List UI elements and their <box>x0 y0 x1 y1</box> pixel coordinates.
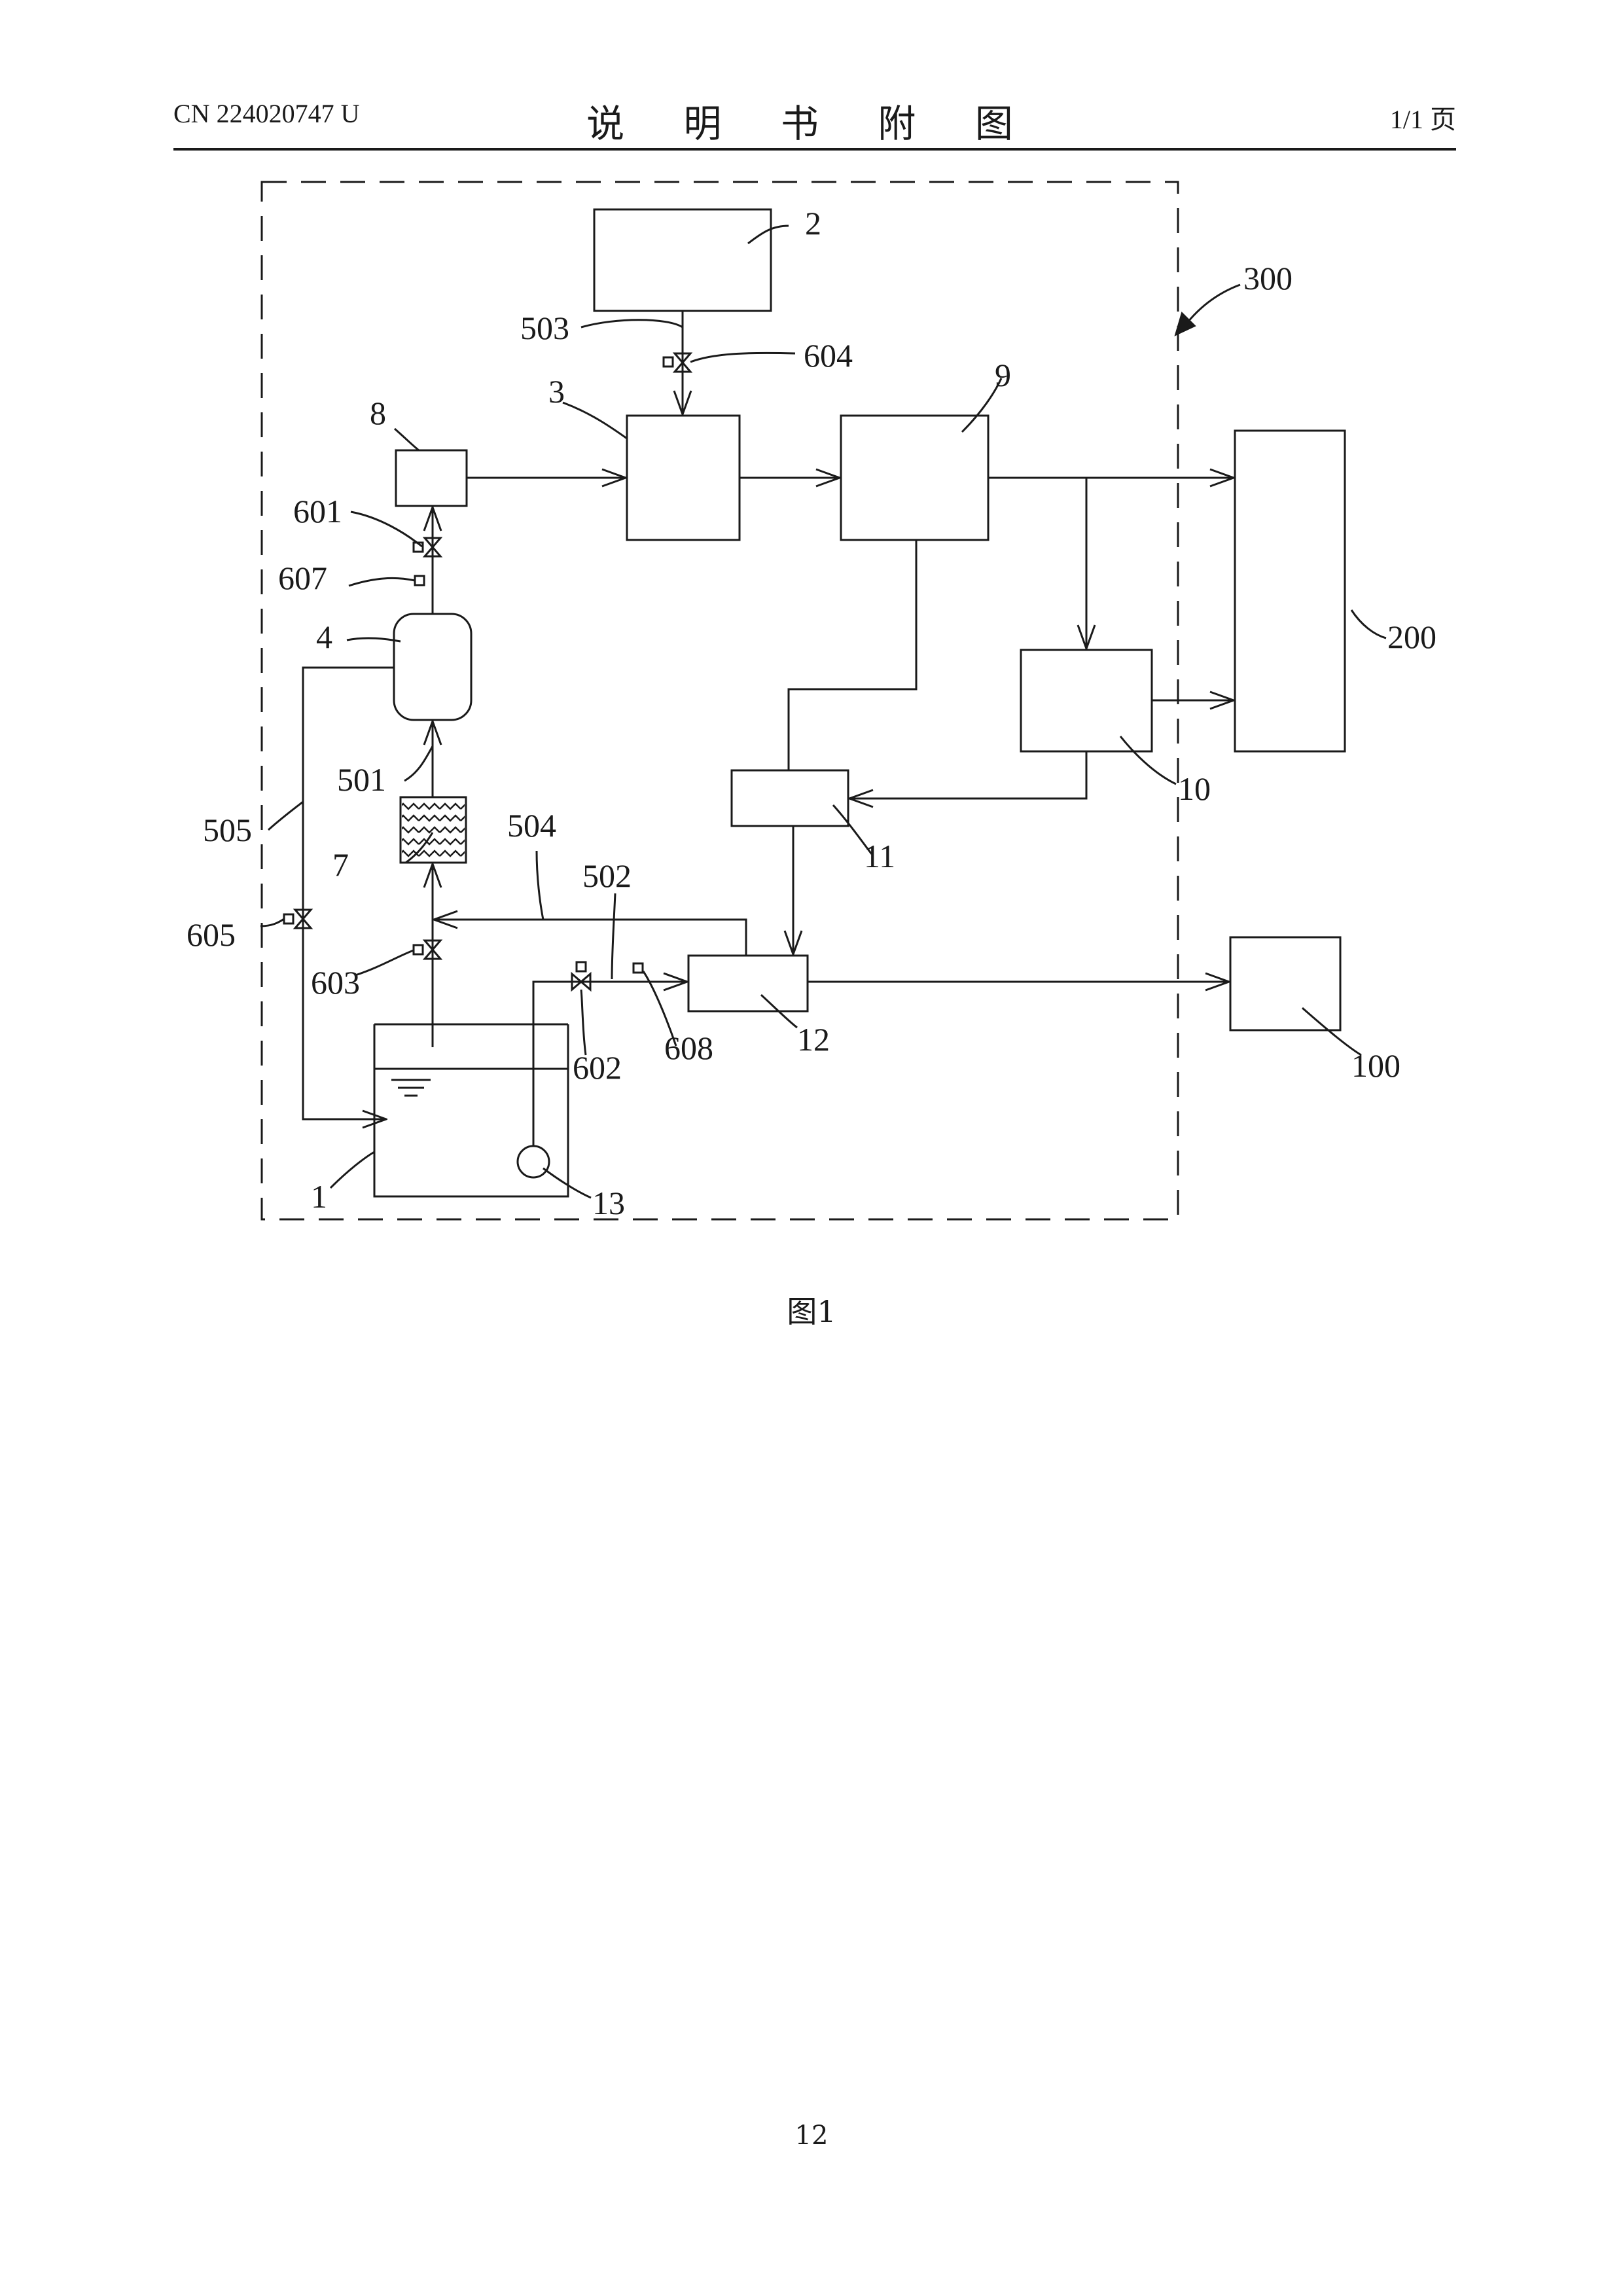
box-100 <box>1230 937 1340 1030</box>
box-8 <box>396 450 467 506</box>
box-9 <box>841 416 988 540</box>
pipe-504 <box>434 920 746 956</box>
label-1: 1 <box>311 1178 327 1215</box>
pipe-10-to-11 <box>849 751 1086 798</box>
label-11: 11 <box>864 838 895 874</box>
label-300: 300 <box>1243 260 1293 296</box>
label-504: 504 <box>507 807 556 844</box>
label-502: 502 <box>582 857 632 894</box>
label-7: 7 <box>332 846 349 883</box>
label-9: 9 <box>995 357 1011 393</box>
box-3 <box>627 416 740 540</box>
label-100: 100 <box>1351 1047 1400 1084</box>
reservoir-1 <box>374 1024 568 1196</box>
label-8: 8 <box>370 395 386 431</box>
label-601: 601 <box>293 493 342 529</box>
pipe-505 <box>303 668 394 1119</box>
label-501: 501 <box>337 761 386 798</box>
label-608: 608 <box>664 1030 713 1066</box>
label-12: 12 <box>797 1021 830 1058</box>
label-603: 603 <box>311 964 360 1001</box>
pipe-9-down <box>789 540 916 770</box>
label-604: 604 <box>804 337 853 374</box>
box-10 <box>1021 650 1152 751</box>
page-number: 12 <box>0 2121 1623 2151</box>
filter-7-pattern <box>402 798 465 861</box>
label-4: 4 <box>316 619 332 655</box>
box-2 <box>594 209 771 311</box>
system-boundary-300 <box>262 182 1178 1219</box>
label-2: 2 <box>805 205 821 242</box>
box-12 <box>688 956 808 1011</box>
box-11 <box>732 770 848 826</box>
label-605: 605 <box>187 916 236 953</box>
figure-caption: 图1 <box>0 1288 1623 1331</box>
box-200 <box>1235 431 1345 751</box>
label-3: 3 <box>548 373 565 410</box>
label-602: 602 <box>573 1049 622 1086</box>
sensor-607 <box>415 576 424 585</box>
label-10: 10 <box>1178 770 1211 807</box>
pump-13 <box>518 1146 549 1177</box>
tank-4 <box>394 614 471 720</box>
label-13: 13 <box>592 1185 625 1221</box>
label-200: 200 <box>1387 619 1436 655</box>
label-503: 503 <box>520 310 569 346</box>
label-505: 505 <box>203 812 252 848</box>
sensor-608 <box>633 963 643 973</box>
label-607: 607 <box>278 560 327 596</box>
